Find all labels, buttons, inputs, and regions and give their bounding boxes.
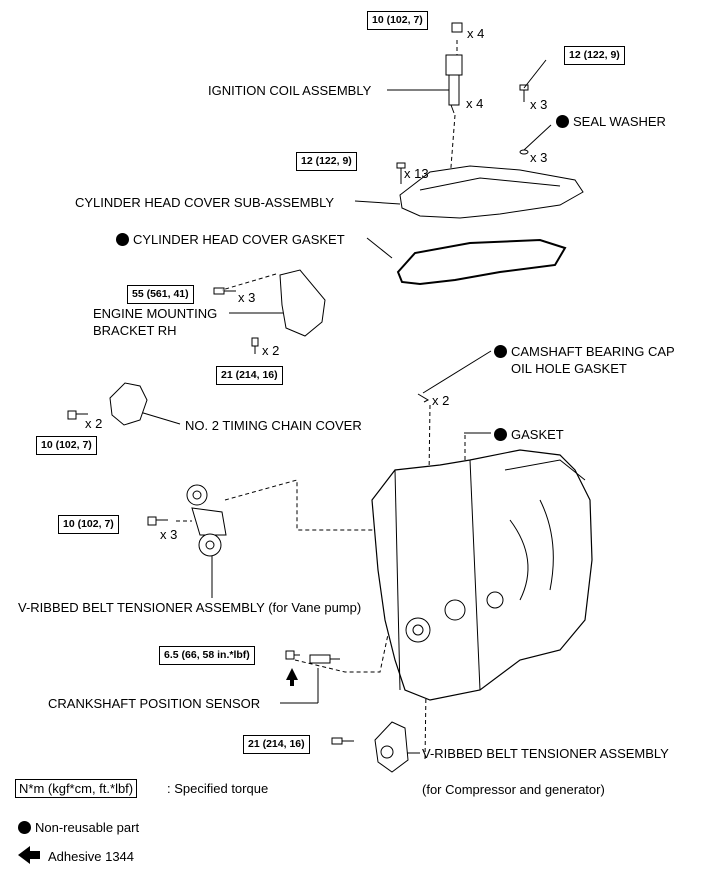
torque-tensioner-vane: 10 (102, 7)	[58, 515, 119, 534]
legend-torque-text: : Specified torque	[167, 781, 269, 796]
torque-bracket-upper: 55 (561, 41)	[127, 285, 194, 304]
leader-timing-cover	[139, 411, 181, 425]
torque-bracket-lower: 21 (214, 16)	[216, 366, 283, 385]
leader-seal-washer	[523, 124, 552, 151]
timing-chain-cover-drawing	[109, 382, 148, 426]
cylinder-head-cover-drawing	[399, 165, 584, 219]
crankshaft-position-sensor-drawing	[309, 654, 340, 664]
torque-cover-bolt: 12 (122, 9)	[296, 152, 357, 171]
seal-washer-drawing	[519, 149, 529, 155]
leader-cover-stud	[523, 59, 547, 89]
label-tensioner-comp: V-RIBBED BELT TENSIONER ASSEMBLY	[422, 746, 669, 761]
non-reusable-icon	[18, 821, 31, 834]
qty-tensioner-vane: x 3	[160, 527, 178, 542]
legend-torque-box: N*m (kgf*cm, ft.*lbf)	[15, 779, 138, 798]
tensioner-vane-drawing	[186, 484, 227, 557]
legend-non-reusable: Non-reusable part	[18, 820, 139, 835]
qty-timing-cover: x 2	[85, 416, 103, 431]
label-engine-bracket-line2: BRACKET RH	[93, 323, 177, 338]
leader-cylinder-head-cover	[354, 200, 401, 205]
adhesive-arrow-icon	[286, 668, 298, 686]
qty-coil-bolt: x 4	[467, 26, 485, 41]
label-timing-cover: NO. 2 TIMING CHAIN COVER	[185, 418, 362, 433]
cylinder-head-cover-gasket-drawing	[396, 238, 567, 286]
qty-bracket-upper: x 3	[238, 290, 256, 305]
label-ignition-coil: IGNITION COIL ASSEMBLY	[208, 83, 372, 98]
label-cylinder-head-cover: CYLINDER HEAD COVER SUB-ASSEMBLY	[75, 195, 335, 210]
label-camshaft-gasket-line2: OIL HOLE GASKET	[511, 361, 627, 376]
crank-sensor-bolt-drawing	[285, 650, 300, 660]
tensioner-compressor-drawing	[374, 721, 409, 773]
label-engine-bracket-line1: ENGINE MOUNTING	[93, 306, 218, 321]
torque-crank-sensor: 6.5 (66, 58 in.*lbf)	[159, 646, 255, 665]
adhesive-legend-arrow-icon	[18, 846, 40, 864]
bracket-lower-bolt-drawing	[251, 337, 259, 354]
camshaft-gasket-drawing	[417, 393, 430, 403]
legend-adhesive: Adhesive 1344	[48, 849, 135, 864]
qty-cover-bolt: x 13	[404, 166, 429, 181]
torque-cover-stud: 12 (122, 9)	[564, 46, 625, 65]
leader-camshaft-gasket	[422, 350, 492, 394]
label-gasket: GASKET	[494, 427, 564, 442]
torque-tensioner-comp: 21 (214, 16)	[243, 735, 310, 754]
label-cylinder-head-gasket: CYLINDER HEAD COVER GASKET	[116, 232, 345, 247]
label-camshaft-gasket-line1: CAMSHAFT BEARING CAP	[494, 344, 675, 359]
bracket-upper-bolt-drawing	[213, 287, 236, 295]
label-tensioner-comp-note: (for Compressor and generator)	[422, 782, 605, 797]
torque-coil-bolt: 10 (102, 7)	[367, 11, 428, 30]
cover-bolt-drawing	[396, 162, 406, 184]
label-seal-washer: SEAL WASHER	[556, 114, 666, 129]
qty-camshaft-gasket: x 2	[432, 393, 450, 408]
ignition-coil-drawing	[445, 22, 463, 114]
qty-seal-washer: x 3	[530, 150, 548, 165]
leader-cylinder-head-gasket	[366, 237, 393, 259]
qty-coil: x 4	[466, 96, 484, 111]
torque-timing-cover: 10 (102, 7)	[36, 436, 97, 455]
tensioner-vane-bolt-drawing	[147, 516, 168, 526]
non-reusable-icon	[494, 428, 507, 441]
engine-mounting-bracket-drawing	[279, 269, 326, 337]
non-reusable-icon	[556, 115, 569, 128]
timing-cover-bolt-drawing	[67, 410, 88, 420]
label-tensioner-vane: V-RIBBED BELT TENSIONER ASSEMBLY (for Va…	[18, 600, 362, 615]
qty-bracket-lower: x 2	[262, 343, 280, 358]
cover-stud-drawing	[519, 84, 529, 102]
non-reusable-icon	[494, 345, 507, 358]
qty-cover-stud: x 3	[530, 97, 548, 112]
tensioner-comp-bolt-drawing	[331, 737, 354, 745]
non-reusable-icon	[116, 233, 129, 246]
label-crank-sensor: CRANKSHAFT POSITION SENSOR	[48, 696, 261, 711]
engine-block-drawing	[371, 449, 593, 701]
